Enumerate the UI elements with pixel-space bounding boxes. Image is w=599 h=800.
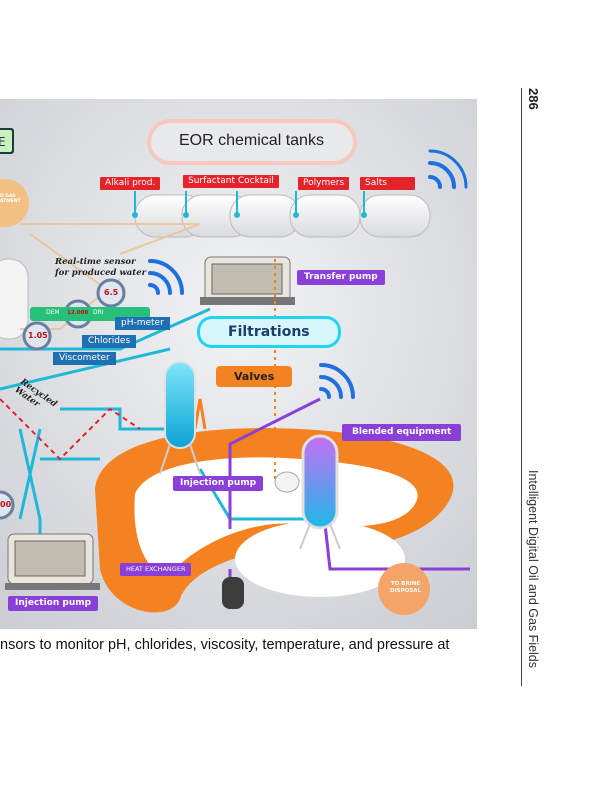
valves-label: Valves	[216, 366, 293, 387]
dem-text: DEM	[46, 309, 60, 316]
wifi-icon	[319, 363, 355, 399]
gauge-value-chlorides: 12.000	[67, 310, 89, 316]
eor-title-box	[147, 119, 357, 165]
gauge-value-ph: 6.5	[104, 288, 119, 297]
viscometer-label: Viscometer	[53, 352, 116, 365]
tank-label-alkali: Alkali prod.	[100, 177, 161, 190]
gas-treatment-circle	[0, 179, 29, 227]
gauge-value-viscosity: 1.05	[28, 331, 48, 340]
wifi-icon	[428, 149, 468, 189]
tank-label-polymers: Polymers	[298, 177, 350, 190]
brine-disposal-label: TO BRINE DISPOSAL	[390, 581, 422, 594]
platform	[235, 521, 405, 597]
eor-title: EOR chemical tanks	[179, 132, 324, 149]
injection-pump-left-label: Injection pump	[8, 596, 99, 611]
chlorides-label: Chlorides	[82, 335, 137, 348]
chemical-tanks	[132, 191, 431, 238]
left-box-inner	[0, 130, 12, 152]
tank-label-surfactant: Surfactant Cocktail	[183, 175, 279, 188]
page-number: 286	[526, 88, 541, 110]
filtration-vessel	[159, 361, 201, 475]
dri-text: DRI	[93, 309, 104, 316]
injection-pump-center-label: Injection pump	[173, 476, 264, 491]
transfer-pump-label: Transfer pump	[297, 270, 385, 285]
blended-equipment-label: Blended equipment	[342, 424, 462, 441]
ph-meter-label: pH-meter	[115, 317, 170, 330]
running-head: Intelligent Digital Oil and Gas Fields	[526, 470, 540, 669]
heat-exchanger-unit	[222, 577, 244, 609]
brine-disposal-circle	[378, 563, 430, 615]
center-pump-body	[274, 471, 300, 493]
transfer-pump-machine	[200, 256, 295, 305]
recycled-water-dashes	[0, 398, 141, 461]
blended-vessel	[299, 434, 341, 550]
process-diagram-figure: E D GAS ATMENT EOR chemical tanks Alkali…	[0, 99, 477, 629]
orange-pipes	[193, 259, 276, 479]
left-injection-pump-machine	[5, 533, 100, 590]
filtrations-label: Filtrations	[200, 319, 338, 345]
tank-label-salts: Salts	[360, 177, 415, 190]
sensor-note: Real-time sensor for produced water	[55, 257, 147, 279]
wifi-icon	[148, 259, 184, 295]
gauge-value-fourth: 00	[0, 500, 12, 509]
gas-treatment-text: D GAS ATMENT	[0, 194, 21, 204]
left-box-text: E	[0, 135, 6, 149]
margin-rule	[521, 88, 522, 686]
heat-exchanger-label: HEAT EXCHANGER	[120, 563, 192, 576]
produced-water-vessel	[0, 258, 29, 340]
figure-caption: nsors to monitor pH, chlorides, viscosit…	[0, 637, 450, 653]
